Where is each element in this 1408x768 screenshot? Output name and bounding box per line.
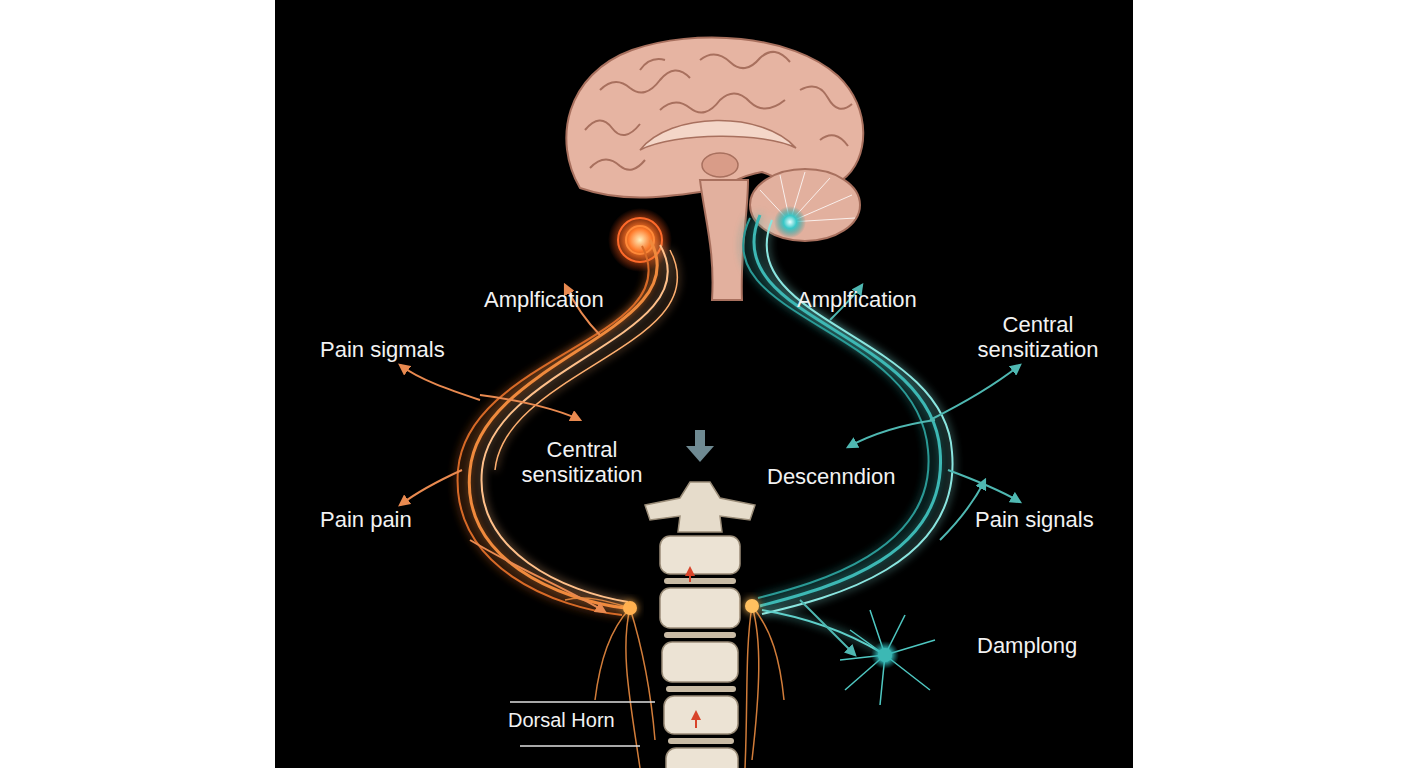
descending-pathway <box>743 215 952 652</box>
arrow <box>800 600 855 655</box>
pathway-strand <box>762 610 880 652</box>
leader-line <box>510 701 655 703</box>
corpus-callosum <box>640 120 796 150</box>
fiber <box>565 598 630 608</box>
orange-glow <box>608 208 672 272</box>
gyrus <box>590 159 645 169</box>
arrow <box>948 470 1020 502</box>
pathway-label: Amplfication <box>797 287 917 312</box>
pathway-label: Central sensitization <box>966 312 1110 362</box>
gyrus <box>800 86 852 108</box>
brain <box>566 37 863 300</box>
spine <box>645 482 755 768</box>
arrow <box>930 365 1020 420</box>
leader-line <box>520 745 640 747</box>
fiber <box>595 608 630 700</box>
dark-panel <box>275 0 1133 768</box>
pathway-label: Descenndion <box>767 464 895 489</box>
pathway-label: Damplong <box>977 633 1077 658</box>
arrow <box>470 540 605 612</box>
vertebra <box>666 748 738 768</box>
fiber <box>745 606 752 768</box>
vertebra-process <box>645 482 755 532</box>
arrow <box>400 365 480 400</box>
vertebra <box>660 588 740 628</box>
cerebellum <box>750 169 860 241</box>
gyrus <box>700 52 790 68</box>
gyrus <box>820 135 848 146</box>
pathway-strand <box>754 215 941 606</box>
pathway-label: Pain pain <box>320 507 412 532</box>
fiber <box>630 608 655 740</box>
neuron <box>840 610 935 705</box>
fiber <box>752 606 784 700</box>
disc <box>668 738 734 744</box>
anatomy-label: Dorsal Horn <box>508 708 615 733</box>
down-arrow <box>686 430 714 462</box>
vertebra <box>660 536 740 574</box>
gyrus <box>585 120 640 135</box>
disc <box>664 632 736 638</box>
glow-ring <box>626 226 654 254</box>
synapse-glow <box>623 601 637 615</box>
gyrus <box>640 59 665 70</box>
disc <box>666 686 736 692</box>
neuron-body <box>871 641 899 669</box>
gyrus <box>600 70 690 92</box>
pathway-strand <box>458 246 649 615</box>
pathway-label: Central sensitization <box>508 437 656 487</box>
teal-glow <box>774 206 806 238</box>
arrow <box>848 420 935 447</box>
synapse-glow <box>745 599 759 613</box>
disc <box>664 578 736 584</box>
gyri <box>585 52 852 170</box>
neuron-core <box>878 648 892 662</box>
pathway-label: Amplfication <box>484 287 604 312</box>
red-arrow <box>695 712 697 728</box>
pathway-label: Pain sigmals <box>320 337 445 362</box>
thalamus <box>702 153 738 177</box>
cerebellum-fibers <box>760 172 855 222</box>
pathway-strand <box>743 218 929 598</box>
vertebra <box>662 642 738 682</box>
ascending-pathway <box>458 240 678 615</box>
gyrus <box>660 93 785 112</box>
arrow <box>400 470 462 505</box>
pathway-label: Pain signals <box>975 507 1094 532</box>
fiber <box>752 606 759 760</box>
fiber <box>626 608 640 768</box>
red-arrow <box>689 568 691 582</box>
brainstem <box>700 180 748 300</box>
arrow <box>480 395 580 420</box>
pathway-strand <box>762 220 953 614</box>
vertebra <box>664 696 738 734</box>
nerve-fibers <box>565 598 784 768</box>
pathway-strand <box>469 240 657 608</box>
